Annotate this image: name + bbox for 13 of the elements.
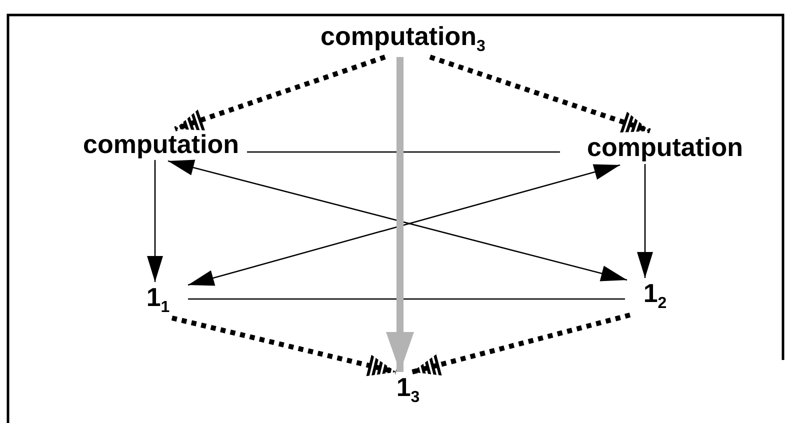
node-label: computation (83, 131, 239, 157)
arrow (386, 57, 414, 372)
arrow (411, 312, 631, 376)
node-label: 1$_{3}$ (396, 374, 420, 406)
node-label: 1$_{1}$ (146, 284, 170, 316)
arrow (174, 54, 386, 132)
arrow (429, 54, 651, 134)
node-label: 1$_{2}$ (643, 280, 667, 312)
arrow (637, 164, 653, 278)
node-label: computation (587, 134, 743, 160)
arrow (171, 316, 397, 376)
node-label: computation$_{3}$ (320, 23, 486, 55)
arrow (147, 160, 163, 282)
